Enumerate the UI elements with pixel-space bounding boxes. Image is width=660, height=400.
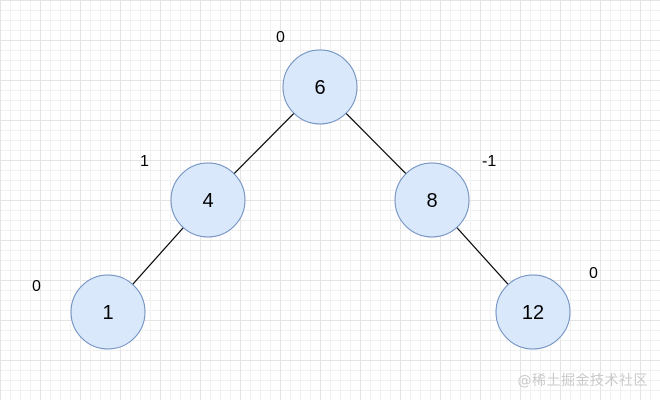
node-circle-6 [282, 49, 358, 125]
tree-node-4: 4 [170, 162, 246, 238]
node-value-4: 4 [202, 190, 213, 212]
tree-node-8: 8 [394, 162, 470, 238]
node-circle-4 [170, 162, 246, 238]
node-circle-12 [495, 274, 571, 350]
balance-factor-node-6: 0 [276, 29, 285, 46]
edges-layer [132, 112, 509, 285]
node-value-6: 6 [314, 77, 325, 99]
balance-factor-node-12: 0 [589, 265, 598, 282]
edge-n6-n8 [345, 112, 407, 175]
tree-node-6: 6 [282, 49, 358, 125]
node-value-1: 1 [102, 302, 113, 324]
tree-node-12: 12 [495, 274, 571, 350]
edge-n6-n4 [233, 112, 295, 175]
balance-factor-node-4: 1 [140, 153, 149, 170]
node-circle-8 [394, 162, 470, 238]
nodes-layer: 6 4 8 1 12 [70, 49, 571, 350]
edge-n8-n12 [456, 227, 509, 285]
node-value-12: 12 [522, 302, 544, 324]
balance-factor-node-8: -1 [482, 153, 497, 170]
watermark-text: @稀土掘金技术社区 [517, 373, 648, 389]
tree-node-1: 1 [70, 274, 146, 350]
node-circle-1 [70, 274, 146, 350]
balance-factor-node-1: 0 [32, 278, 41, 295]
node-value-8: 8 [426, 190, 437, 212]
edge-n4-n1 [132, 227, 184, 285]
